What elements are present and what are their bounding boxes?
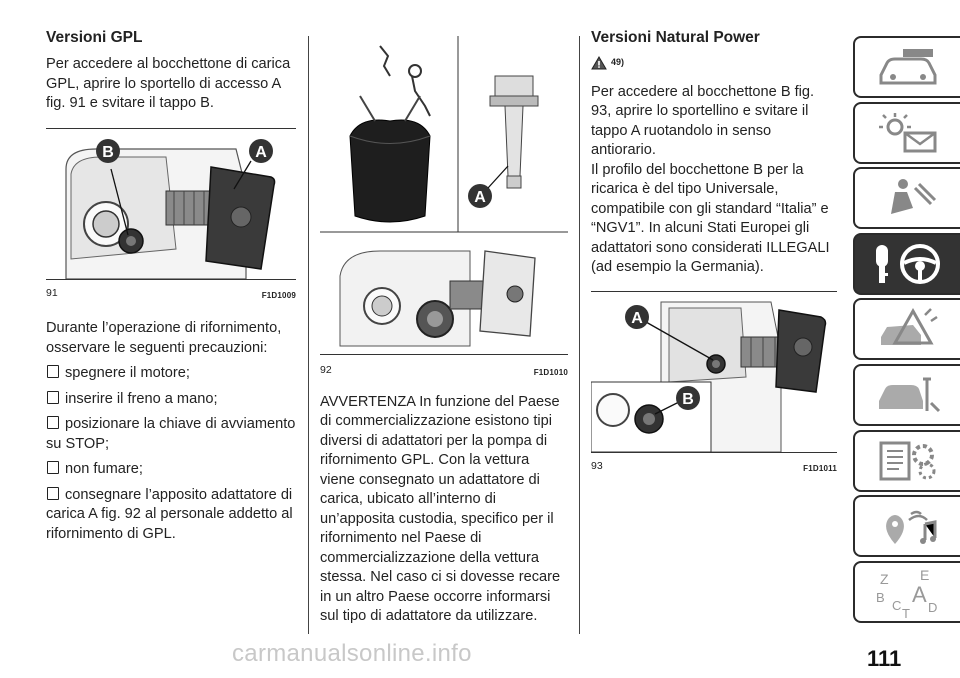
fig91-label-a: A [255,144,267,161]
tab-technical-data[interactable] [853,429,960,492]
svg-text:D: D [928,600,937,615]
svg-text:Z: Z [880,571,889,587]
tab-maintenance[interactable] [853,363,960,426]
fig92-number: 92 [320,364,332,376]
technical-data-gear-icon [879,441,935,481]
natural-power-p1: Per accedere al bocchettone B fig. 93, a… [591,83,815,159]
fig93-code: F1D1011 [803,463,837,473]
emergency-breakdown-icon [880,308,938,346]
warning-reference: 49) [591,53,831,73]
warning-lights-message-icon [878,112,936,153]
cng-inlet-illustration: A B [591,301,827,452]
watermark: carmanualsonline.info [232,640,472,667]
gpl-precautions-intro: Durante l’operazione di rifornimento, os… [46,320,282,356]
column-adapter: A 92 F1D1010 AVVERTENZA In funzione del … [320,36,568,633]
column-gpl: Versioni GPL Per accedere al bocchettone… [46,28,296,550]
tab-multimedia[interactable] [853,495,960,558]
list-item: inserire il freno a mano; [46,390,296,410]
svg-text:B: B [876,590,885,605]
chapter-tabs: Z E B A C D T [853,36,960,626]
key-steering-wheel-icon [875,243,940,284]
checkbox-bullet-icon [47,461,59,474]
natural-power-p2: Il profilo del bocchettone B per la rica… [591,161,830,276]
fig93-label-a: A [631,310,643,327]
tab-dashboard[interactable] [853,36,960,98]
warning-ref-number: 49) [611,57,625,67]
list-item: non fumare; [46,460,296,480]
warning-triangle-icon [591,55,607,70]
svg-text:E: E [920,567,929,583]
tab-emergency[interactable] [853,298,960,361]
figure-92: A [320,36,568,355]
fig91-code: F1D1009 [261,290,296,300]
list-item: spegnere il motore; [46,364,296,384]
heading-gpl: Versioni GPL [46,29,143,46]
figure-91-caption: 91 F1D1009 [46,284,296,306]
column-divider [308,36,309,634]
list-item: consegnare l’apposito adattatore di cari… [46,486,293,542]
figure-92-caption: 92 F1D1010 [320,361,568,383]
multimedia-music-icon [885,510,936,545]
tab-starting-driving[interactable] [853,232,960,295]
list-item: posizionare la chiave di avviamento su S… [46,416,296,452]
seat-airbag-icon [890,179,936,215]
fuel-flap-illustration: B A [65,138,276,279]
fig91-number: 91 [46,286,58,299]
column-natural-power: Versioni Natural Power 49) Per accedere … [591,28,837,492]
fig91-label-b: B [102,144,114,161]
fig93-number: 93 [591,459,603,472]
adapter-pouch-illustration: A [320,36,568,347]
gpl-intro: Per accedere al bocchettone di carica GP… [46,56,291,111]
svg-text:A: A [912,582,927,607]
checkbox-bullet-icon [47,390,59,404]
tab-warning-lights[interactable] [853,101,960,164]
checkbox-bullet-icon [47,365,59,378]
tab-index[interactable]: Z E B A C D T [853,560,960,623]
alphabetical-index-icon: Z E B A C D T [876,567,937,618]
fig92-label-a: A [474,189,486,206]
page-number: 111 [867,646,902,671]
checkbox-bullet-icon [47,416,59,429]
figure-93-caption: 93 F1D1011 [591,457,837,479]
tab-safety[interactable] [853,167,960,230]
column-divider [579,36,580,634]
heading-natural-power: Versioni Natural Power [591,29,760,46]
figure-93: A B [591,290,837,453]
car-dashboard-icon [879,49,936,85]
fig92-code: F1D1010 [533,368,568,377]
figure-91: B A [46,127,296,280]
car-maintenance-icon [878,377,940,413]
adapter-warning: AVVERTENZA In funzione del Paese di comm… [320,393,561,625]
fig93-label-b: B [682,391,694,408]
checkbox-bullet-icon [47,486,59,500]
svg-text:C: C [892,598,901,613]
svg-text:T: T [902,606,910,618]
